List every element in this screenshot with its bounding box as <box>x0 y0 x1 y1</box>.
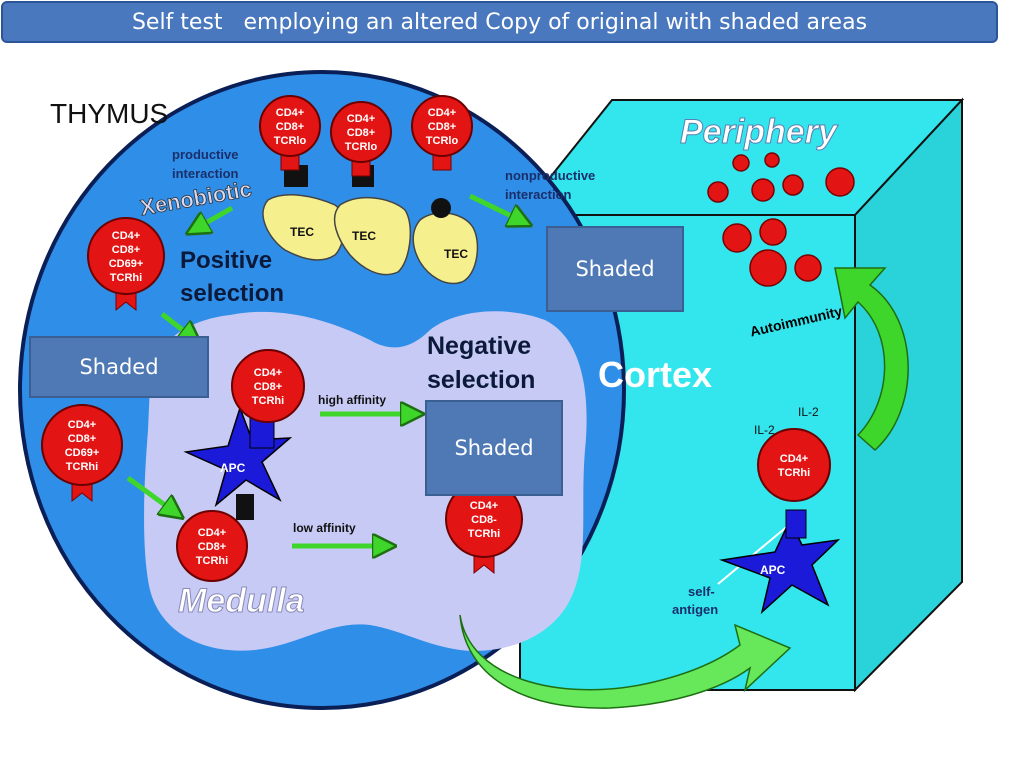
exit-arrow <box>459 614 792 709</box>
apc-star-periphery <box>719 518 841 615</box>
apc-star-medulla <box>183 405 293 508</box>
thymocyte-marker-label: TCRhi <box>252 395 284 407</box>
shaded-box-2: Shaded <box>29 336 209 398</box>
high-affinity-label: high affinity <box>318 393 386 407</box>
thymocyte-marker-label: TCRlo <box>274 135 307 147</box>
thymocyte-top1: CD4+ CD8+ TCRlo <box>259 95 321 171</box>
thymocyte-body <box>411 95 473 157</box>
il2-label-b: IL-2 <box>754 423 775 437</box>
thymocyte-body <box>41 404 123 486</box>
periphery-label: Periphery <box>680 113 839 151</box>
negative-selection-line2: selection <box>427 366 535 394</box>
thymocyte-marker-label: TCRhi <box>66 461 98 473</box>
tec-label-1: TEC <box>290 225 314 239</box>
low-affinity-label: low affinity <box>293 521 356 535</box>
self-antigen-label-1: self- <box>688 584 715 599</box>
apc-label-periphery: APC <box>760 563 786 577</box>
cortex-label: Cortex <box>598 354 712 395</box>
thymocyte-body <box>259 95 321 157</box>
self-antigen-label-2: antigen <box>672 602 718 617</box>
thymocyte-top2: CD4+ CD8+ TCRlo <box>330 101 392 177</box>
thymocyte-marker-label: CD4+ <box>254 367 282 379</box>
thymocyte-marker-label: CD8- <box>471 514 497 526</box>
thymocyte-marker-label: CD8+ <box>276 121 304 133</box>
nonproductive-label-2: interaction <box>505 187 572 202</box>
thymocyte-mid: CD4+ CD8+ TCRhi <box>231 349 305 423</box>
thymus-label: THYMUS <box>50 98 168 129</box>
tec-label-2: TEC <box>352 229 376 243</box>
thymocyte-marker-label: CD4+ <box>276 107 304 119</box>
tec-cells: TEC TEC TEC <box>262 165 479 285</box>
thymocyte-marker-label: CD8+ <box>428 121 456 133</box>
thymocyte-marker-label: TCRhi <box>778 467 810 479</box>
thymocyte-top3: CD4+ CD8+ TCRlo <box>411 95 473 171</box>
arrow-to-positive <box>190 205 234 232</box>
thymocyte-cells: CD4+CD8+TCRloCD4+CD8+TCRloCD4+CD8+TCRloC… <box>41 95 831 582</box>
thymocyte-marker-label: CD8+ <box>112 244 140 256</box>
positive-selection-line2: selection <box>180 280 284 307</box>
negative-selection-line1: Negative <box>427 332 531 360</box>
tec-2 <box>333 197 412 276</box>
thymocyte-left2: CD4+ CD8+ CD69+ TCRhi <box>41 404 123 503</box>
positive-selection-line1: Positive <box>180 247 272 274</box>
productive-label-2: interaction <box>172 166 239 181</box>
thymocyte-neg: CD4+ CD8- TCRhi <box>445 480 523 575</box>
self-antigen-pointer <box>717 519 796 585</box>
thymocyte-body <box>176 510 248 582</box>
autoimmunity-arrow <box>834 267 909 452</box>
thymocyte-body <box>757 428 831 502</box>
thymocyte-marker-label: CD4+ <box>470 500 498 512</box>
thymocyte-low: CD4+ CD8+ TCRhi <box>176 510 248 582</box>
thymocyte-marker-label: CD4+ <box>112 230 140 242</box>
thymocyte-marker-label: TCRhi <box>468 528 500 540</box>
slide-title-text: Self test employing an altered Copy of o… <box>131 9 868 35</box>
thymocyte-marker-label: CD69+ <box>109 258 144 270</box>
tec-label-3: TEC <box>444 247 468 261</box>
thymocyte-marker-label: TCRhi <box>110 272 142 284</box>
flow-arrows <box>126 193 528 546</box>
thymocyte-marker-label: TCRlo <box>345 141 378 153</box>
thymocyte-marker-label: TCRlo <box>426 135 459 147</box>
shaded-box-1: Shaded <box>546 226 684 312</box>
shaded-box-3: Shaded <box>425 400 563 496</box>
medulla-label: Medulla <box>178 582 305 620</box>
thymocyte-marker-label: CD4+ <box>347 113 375 125</box>
slide-title: Self test employing an altered Copy of o… <box>1 1 998 43</box>
nonproductive-label-1: nonproductive <box>505 168 595 183</box>
thymocyte-marker-label: CD8+ <box>68 433 96 445</box>
apc-cells: APC APC <box>183 405 841 615</box>
productive-label-1: productive <box>172 147 238 162</box>
thymocyte-marker-label: CD4+ <box>780 453 808 465</box>
thymocyte-body <box>87 217 165 295</box>
thymocyte-marker-label: TCRhi <box>196 555 228 567</box>
thymocyte-marker-label: CD8+ <box>254 381 282 393</box>
thymocyte-marker-label: CD8+ <box>198 541 226 553</box>
thymocyte-marker-label: CD69+ <box>65 447 100 459</box>
thymocyte-body <box>330 101 392 163</box>
il2-label-a: IL-2 <box>798 405 819 419</box>
thymocyte-marker-label: CD4+ <box>198 527 226 539</box>
arrow-nonproductive <box>468 193 528 224</box>
tec-3 <box>412 212 479 285</box>
apc-label-medulla: APC <box>220 461 246 475</box>
thymocyte-left1: CD4+ CD8+ CD69+ TCRhi <box>87 217 165 312</box>
thymocyte-periph: CD4+ TCRhi <box>757 428 831 502</box>
thymocyte-marker-label: CD8+ <box>347 127 375 139</box>
periphery-cells <box>707 152 855 287</box>
arrow-left2-down <box>126 475 180 516</box>
thymocyte-marker-label: CD4+ <box>68 419 96 431</box>
tec-1 <box>262 194 346 261</box>
thymocyte-body <box>231 349 305 423</box>
thymocyte-marker-label: CD4+ <box>428 107 456 119</box>
